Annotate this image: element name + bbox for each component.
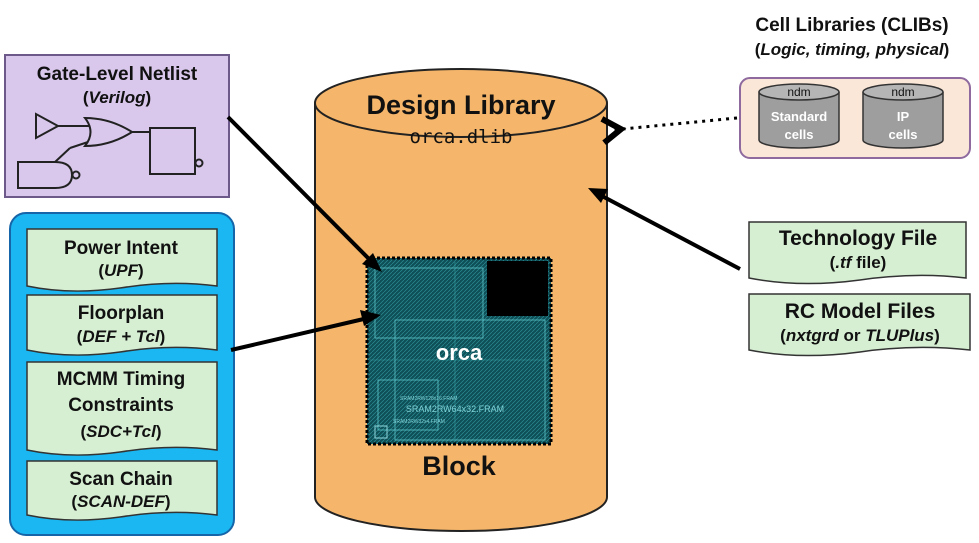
floorplan-doc: Floorplan (DEF + Tcl): [26, 294, 218, 356]
power-intent-title: Power Intent: [64, 238, 179, 259]
std-cells-line1: Standard: [771, 109, 827, 124]
ip-cells-cylinder: ndm IP cells: [862, 83, 944, 149]
mcmm-title-line2: Constraints: [68, 395, 174, 416]
logic-gates-icon: [17, 112, 204, 189]
block-label: Block: [422, 451, 497, 481]
mcmm-constraints-doc: MCMM Timing Constraints (SDC+Tcl): [26, 361, 218, 456]
netlist-title: Gate-Level Netlist: [37, 64, 198, 85]
macro-label-3: SRAM2RW32x4.FRAM: [393, 419, 445, 425]
cell-libraries-group: Cell Libraries (CLIBs) (Logic, timing, p…: [739, 15, 971, 159]
block-name: orca: [436, 340, 483, 365]
floorplan-title: Floorplan: [78, 303, 165, 324]
netlist-arrow: [226, 115, 374, 264]
ip-cells-line1: IP: [897, 109, 910, 124]
mcmm-title-line1: MCMM Timing: [57, 369, 185, 390]
macro-label-2: SRAM2RW128x16.FRAM: [400, 396, 457, 402]
input-files-panel: Power Intent (UPF) Floorplan (DEF + Tcl)…: [9, 212, 235, 536]
rc-files-title: RC Model Files: [785, 300, 936, 323]
design-library-title: Design Library: [366, 90, 555, 120]
std-cells-line2: cells: [785, 127, 814, 142]
rc-model-files-doc: RC Model Files (nxtgrd or TLUPlus): [748, 293, 971, 357]
clib-dotted-arrow: [600, 116, 738, 146]
clibs-title: Cell Libraries (CLIBs): [755, 15, 948, 36]
netlist-subtitle: (Verilog): [83, 88, 151, 107]
scan-chain-title: Scan Chain: [69, 469, 172, 490]
ip-cells-format: ndm: [891, 85, 914, 99]
arrows: [226, 115, 741, 352]
floorplan-arrow: [230, 316, 369, 352]
std-cells-format: ndm: [787, 85, 810, 99]
tech-file-arrow: [601, 194, 741, 271]
power-intent-format: (UPF): [98, 261, 143, 280]
scan-chain-doc: Scan Chain (SCAN-DEF): [26, 460, 218, 521]
floorplan-format: (DEF + Tcl): [77, 327, 166, 346]
ip-cells-line2: cells: [889, 127, 918, 142]
mcmm-format: (SDC+Tcl): [80, 422, 161, 441]
macro-label-1: SRAM2RW64x32.FRAM: [406, 404, 504, 414]
rc-files-format: (nxtgrd or TLUPlus): [780, 326, 940, 345]
power-intent-doc: Power Intent (UPF): [26, 228, 218, 292]
gate-level-netlist-box: Gate-Level Netlist (Verilog): [4, 54, 230, 198]
block-layout-image: orca SRAM2RW64x32.FRAM SRAM2RW128x16.FRA…: [365, 256, 553, 446]
tech-file-title: Technology File: [779, 227, 937, 250]
standard-cells-cylinder: ndm Standard cells: [758, 83, 840, 149]
design-library-file: orca.dlib: [410, 126, 513, 148]
scan-chain-format: (SCAN-DEF): [71, 492, 170, 511]
tech-file-format: (.tf file): [830, 253, 887, 272]
technology-file-doc: Technology File (.tf file): [748, 221, 967, 285]
clibs-subtitle: (Logic, timing, physical): [755, 40, 950, 59]
